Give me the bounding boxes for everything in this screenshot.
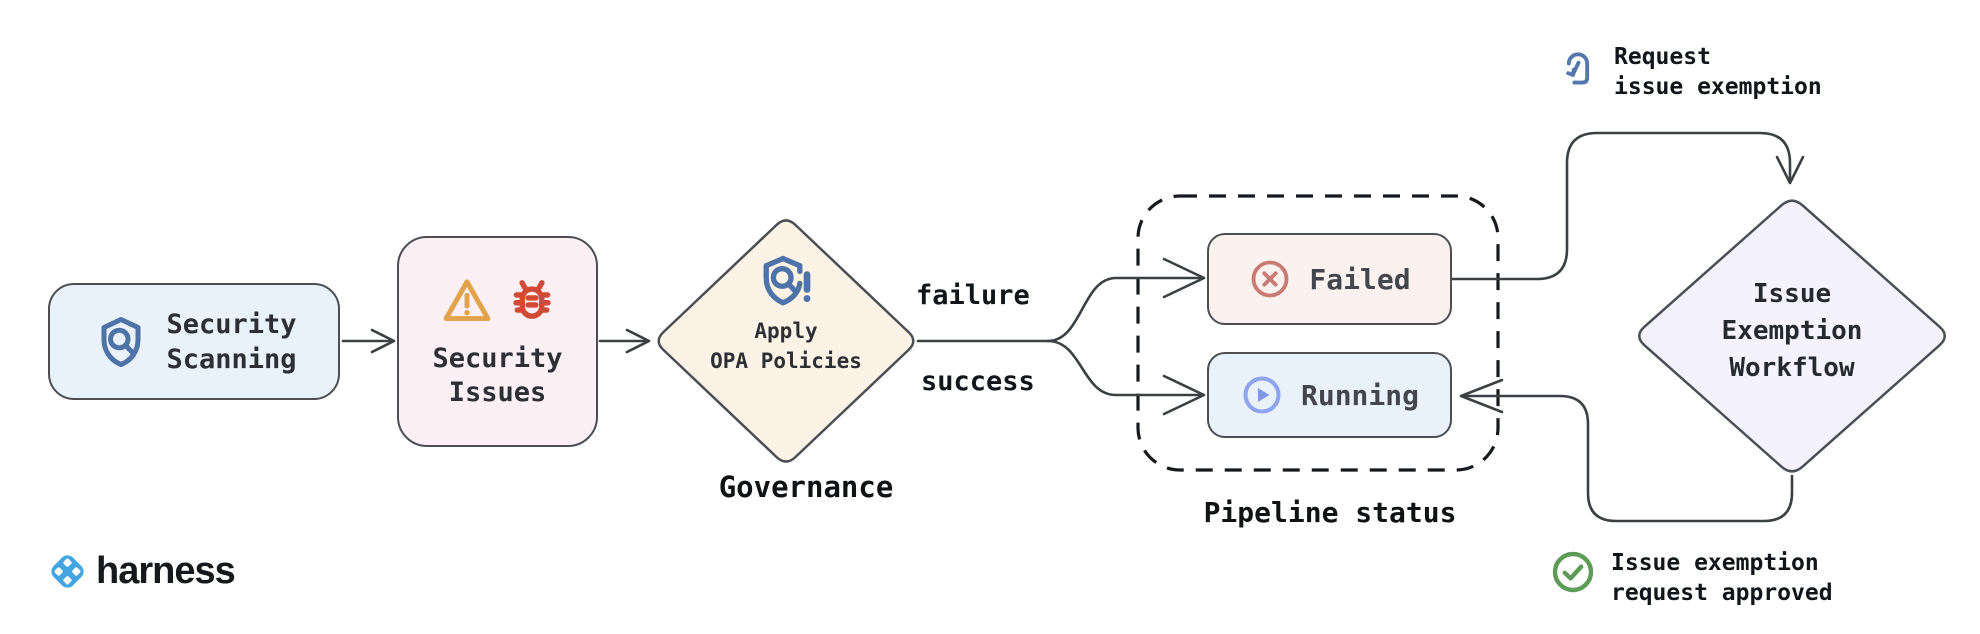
issue-exemption-label-line2: Exemption xyxy=(1721,316,1863,346)
arrowhead-into-exemption xyxy=(1775,155,1805,185)
harness-logo-icon xyxy=(51,555,84,588)
security-scanning-label-line1: Security xyxy=(166,308,297,340)
security-scanning-label-line2: Scanning xyxy=(166,343,297,375)
issue-exemption-label-line1: Issue xyxy=(1752,279,1832,309)
annotation-request-exemption: Request issue exemption xyxy=(1556,42,1822,102)
arrowhead-into-running-right xyxy=(1459,378,1504,414)
exemption-approved-line1: Issue exemption xyxy=(1611,550,1819,576)
edge-label-failure: failure xyxy=(916,280,1030,311)
check-circle-icon xyxy=(1552,551,1594,593)
circle-play-icon xyxy=(1243,376,1281,414)
issue-exemption-diamond-shape xyxy=(1638,199,1946,473)
annotation-exemption-approved: Issue exemption request approved xyxy=(1549,548,1833,608)
bug-icon xyxy=(512,279,551,319)
request-exemption-line1: Request xyxy=(1614,44,1711,70)
node-security-scanning: Security Scanning xyxy=(48,283,340,400)
pipeline-status-caption: Pipeline status xyxy=(1203,496,1457,529)
failed-label: Failed xyxy=(1309,262,1411,296)
shield-policy-alert-icon xyxy=(763,255,811,306)
exemption-approved-line2: request approved xyxy=(1611,580,1833,606)
arrowhead-into-failed xyxy=(1162,257,1206,299)
node-apply-opa-label: Apply OPA Policies xyxy=(656,316,916,376)
apply-opa-label-line1: Apply xyxy=(754,319,818,343)
warning-triangle-icon xyxy=(443,278,490,321)
security-issues-label-line2: Issues xyxy=(448,376,547,408)
arrowhead-into-running xyxy=(1162,374,1206,416)
governance-caption: Governance xyxy=(718,470,894,504)
edge-label-success: success xyxy=(921,366,1035,397)
running-label: Running xyxy=(1300,378,1419,412)
apply-opa-diamond-shape xyxy=(657,219,915,463)
shield-search-icon xyxy=(101,316,141,367)
edge-failed-to-exemption xyxy=(1450,131,1792,281)
request-exemption-line2: issue exemption xyxy=(1614,74,1822,100)
security-issues-icons xyxy=(438,274,558,328)
tap-request-icon xyxy=(1566,52,1590,85)
node-issue-exemption-label: Issue Exemption Workflow xyxy=(1662,276,1922,387)
arrowhead-into-issues xyxy=(370,328,396,354)
apply-opa-label-line2: OPA Policies xyxy=(710,349,862,373)
harness-logo: harness xyxy=(46,550,236,593)
pipeline-status-group-border xyxy=(1136,194,1500,472)
security-issues-label-line1: Security xyxy=(432,342,563,374)
issue-exemption-label-line3: Workflow xyxy=(1729,353,1855,383)
circle-x-icon xyxy=(1251,260,1289,298)
edge-success-branch xyxy=(1046,339,1202,397)
node-failed: Failed xyxy=(1207,233,1452,325)
harness-wordmark: harness xyxy=(96,550,236,592)
shield-policy-alert-icon-wrap xyxy=(754,250,820,318)
arrowhead-into-opa xyxy=(625,328,651,354)
edge-exemption-to-running xyxy=(1462,394,1794,523)
node-security-issues: Security Issues xyxy=(397,236,598,447)
edge-failure-branch xyxy=(1046,276,1202,343)
node-running: Running xyxy=(1207,352,1452,438)
